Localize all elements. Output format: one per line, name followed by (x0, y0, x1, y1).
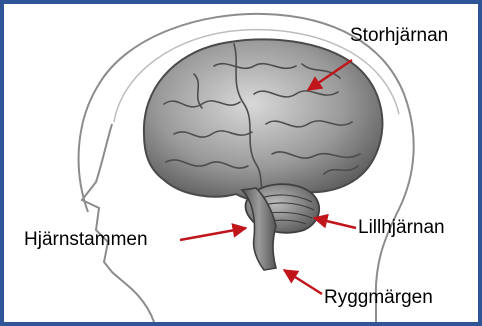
diagram-panel: Storhjärnan Lillhjärnan Hjärnstammen Ryg… (4, 4, 478, 322)
face-profile (82, 124, 154, 322)
label-spinal-cord: Ryggmärgen (324, 288, 433, 307)
arrow-cerebellum (314, 218, 356, 228)
label-cerebrum: Storhjärnan (350, 26, 448, 45)
arrow-brainstem (180, 228, 246, 240)
arrow-spinal-cord (284, 270, 322, 294)
label-brainstem: Hjärnstammen (24, 230, 148, 249)
brain-illustration (4, 4, 478, 322)
label-cerebellum: Lillhjärnan (358, 218, 445, 237)
